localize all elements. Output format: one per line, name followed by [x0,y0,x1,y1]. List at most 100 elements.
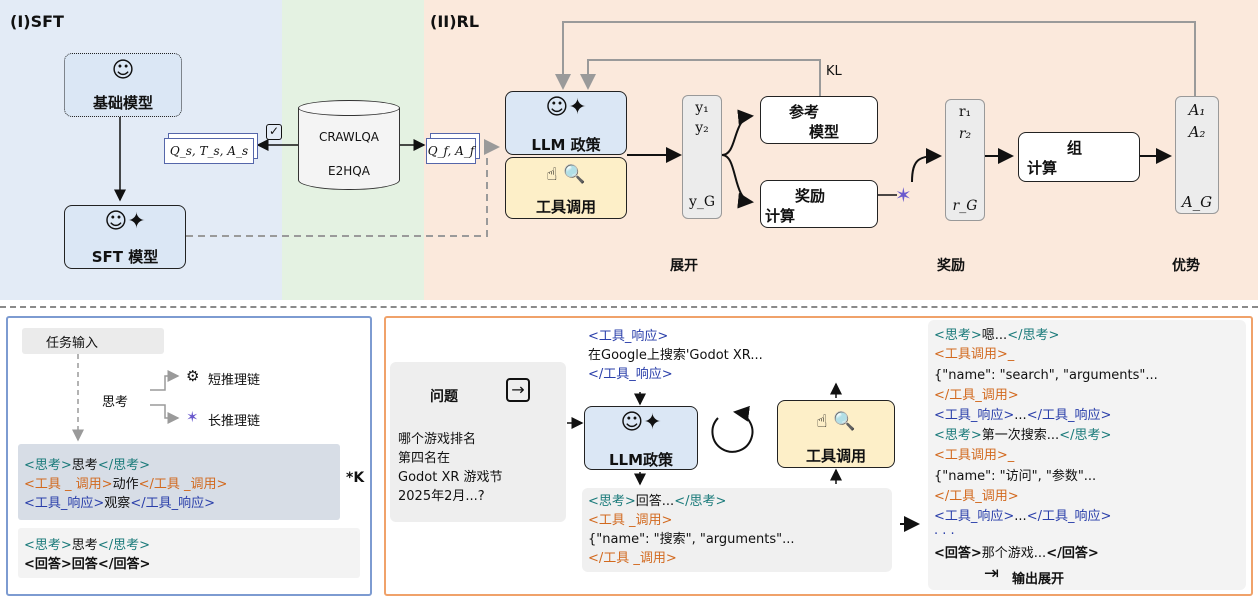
dataset-e2hqa: E2HQA [328,164,370,178]
question-line-1: 哪个游戏排名 [398,432,477,447]
task-input-box: 任务输入 [22,328,164,354]
dataset-cylinder: CRAWLQA E2HQA [298,100,400,196]
reference-label-2: 模型 [809,123,840,141]
rollout-outputs: y₁ y₂ y_G [682,95,722,219]
reward-stage-label: 奖励 [937,258,965,274]
question-line-2: 第四名在 [398,451,451,466]
resp-open-tag: <工具_响应> [588,329,669,344]
repeated-step-block: <思考>思考</思考> <工具 _ 调用>动作</工具 _调用> <工具_响应>… [18,444,340,520]
question-box: 问题 → 哪个游戏排名 第四名在 Godot XR 游戏节 2025年2月...… [390,362,566,522]
robot-sparkle-icon: ☺✦ [104,209,146,234]
bottom-tool-call-label: 工具调用 [805,447,866,465]
sft-model-box: ☺✦ SFT 模型 [64,205,186,269]
bottom-tool-call-box: ☝ 🔍 工具调用 [777,400,895,468]
short-chain-label: 短推理链 [208,373,261,388]
group-label-2: 计算 [1027,159,1058,177]
resp-text: 在Google上搜索'Godot XR... [588,348,763,363]
bottom-policy-label: LLM政策 [608,451,674,469]
snippet-call-args: {"name": "搜索", "arguments"... [588,532,795,547]
out-ellipsis: · · · [934,527,955,542]
out-call-args-1: {"name": "search", "arguments"... [934,368,1158,383]
out-call-open-2: <工具调用>_ [934,448,1015,463]
adv-a1: A₁ [1188,101,1206,119]
dataset-crawlqa: CRAWLQA [319,130,379,144]
repeat-k-label: *K [346,470,365,486]
out-resp-1: <工具_响应>...</工具_响应> [934,408,1112,423]
reference-label-1: 参考 [789,103,820,121]
sft-title: (I)SFT [10,12,64,31]
robot-sparkle-icon: ☺✦ [620,410,662,435]
rl-title: (II)RL [430,12,480,31]
seq-think-line: <思考>思考</思考> [24,458,150,473]
group-label-1: 组 [1067,139,1083,157]
tool-response-snippet: <工具_响应> 在Google上搜索'Godot XR... </工具_响应> [582,325,882,391]
llm-policy-label: LLM 政策 [531,136,601,154]
pointer-search-icon: ☝ 🔍 [546,164,586,185]
bottom-llm-policy-box: ☺✦ LLM政策 [584,406,698,470]
adv-ag: A_G [1181,193,1213,211]
output-rollout-label: 输出展开 [1012,572,1065,587]
qts-card: Q_s, T_s, A_s [164,138,254,164]
output-y1: y₁ [695,100,709,116]
final-think-line: <思考>思考</思考> [24,538,150,553]
thought-call-snippet: <思考>回答...</思考> <工具 _调用> {"name": "搜索", "… [582,488,892,572]
advantages-column: A₁ A₂ A_G [1175,96,1219,214]
out-call-args-2: {"name": "访问", "参数"... [934,469,1097,484]
pointer-search-icon: ☝ 🔍 [816,411,856,432]
rollout-stage-label: 展开 [670,258,698,274]
group-computation-box: 组 计算 [1018,132,1140,182]
question-line-4: 2025年2月...? [398,489,485,504]
rollout-example-panel [384,316,1253,596]
out-call-close-2: </工具_调用> [934,489,1019,504]
login-arrow-icon: → [506,378,530,402]
reward-r1: r₁ [958,104,972,120]
seq-tool-call-line: <工具 _ 调用>动作</工具 _调用> [24,477,228,492]
reward-model-box: 奖励 计算 [760,180,878,228]
llm-policy-box: ☺✦ LLM 政策 [505,91,627,155]
snippet-call-open: <工具 _调用> [588,513,673,528]
check-icon: ✓ [266,124,282,140]
qf-card: Q_f, A_f [426,138,476,164]
final-answer-block: <思考>思考</思考> <回答>回答</回答> [18,528,360,578]
question-label: 问题 [430,389,458,405]
robot-sparkle-icon: ☺✦ [545,95,587,120]
output-yg: y_G [688,194,716,210]
resp-close-tag: </工具_响应> [588,367,673,382]
reference-model-box: 参考 模型 [760,96,878,144]
advantage-stage-label: 优势 [1172,258,1200,274]
trajectory-format-panel [6,316,372,596]
openai-icon: ⚙ [186,367,200,385]
output-y2: y₂ [695,120,709,136]
robot-icon: ☺ [111,58,135,83]
snippet-call-close: </工具 _调用> [588,551,677,566]
final-answer-line: <回答>回答</回答> [24,557,151,572]
output-rollout-box: <思考>嗯...</思考> <工具调用>_ {"name": "search",… [928,320,1246,590]
reward-star-icon: ✶ [895,183,912,207]
base-model-label: 基础模型 [92,94,153,112]
seq-tool-response-line: <工具_响应>观察</工具_响应> [24,496,215,511]
section-divider [0,306,1258,308]
reward-rg: r_G [952,198,978,214]
long-chain-icon: ✶ [186,408,199,426]
tool-call-box: ☝ 🔍 工具调用 [505,157,627,219]
think-label: 思考 [102,395,129,410]
out-think-2: <思考>第一次搜索...</思考> [934,428,1112,443]
out-call-close-1: </工具_调用> [934,388,1019,403]
out-resp-2: <工具_响应>...</工具_响应> [934,509,1112,524]
reward-r2: r₂ [958,126,972,142]
snippet-think-line: <思考>回答...</思考> [588,494,727,509]
question-line-3: Godot XR 游戏节 [398,470,503,485]
reward-label-2: 计算 [765,207,796,225]
out-think-1: <思考>嗯...</思考> [934,328,1060,343]
long-chain-label: 长推理链 [208,414,261,429]
rewards-column: r₁ r₂ r_G [945,99,985,221]
reward-label-1: 奖励 [795,187,826,205]
base-model-box: ☺ 基础模型 [64,53,182,117]
out-answer: <回答>那个游戏...</回答> [934,546,1099,561]
out-call-open-1: <工具调用>_ [934,347,1015,362]
kl-label: KL [826,64,842,79]
tool-call-label: 工具调用 [535,198,596,216]
task-input-label: 任务输入 [46,336,99,351]
adv-a2: A₂ [1188,123,1206,141]
